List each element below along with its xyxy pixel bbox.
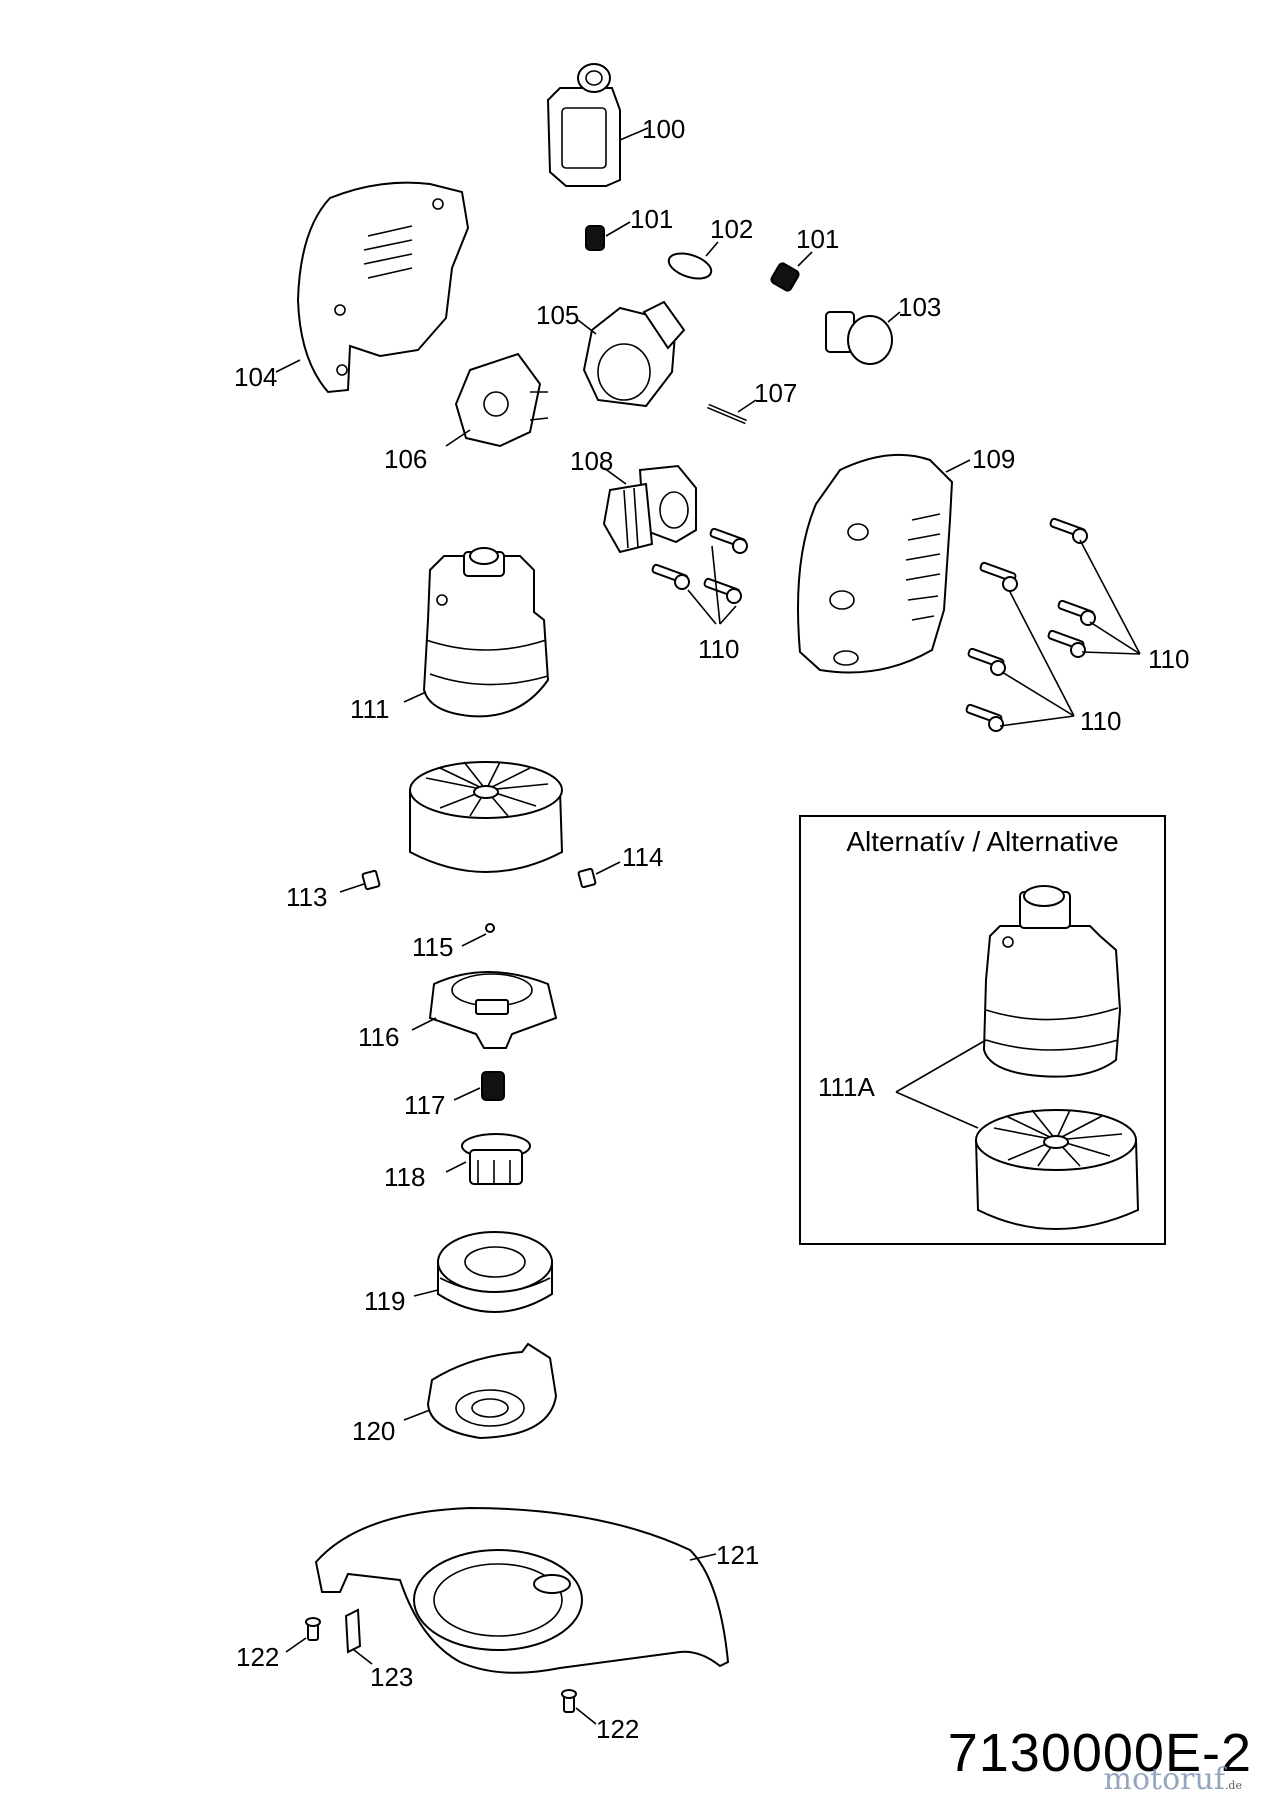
part-117-spring: [481, 1071, 505, 1101]
part-108-head-coupling: [602, 464, 697, 554]
part-120-spool-cover: [426, 1342, 558, 1440]
part-113-clip: [361, 869, 381, 891]
part-115-ball: [485, 923, 495, 933]
part-101-spring-left: [585, 225, 605, 251]
part-105-sleeve: [582, 300, 686, 408]
part-116-carrier: [428, 971, 558, 1049]
label-110-bottom: 110: [1080, 706, 1121, 736]
label-106: 106: [384, 444, 427, 474]
part-123-label: [344, 1608, 362, 1654]
label-101-left: 101: [630, 204, 673, 234]
part-109-motor-cover: [797, 453, 954, 674]
label-110-left: 110: [698, 634, 739, 664]
label-101-right: 101: [796, 224, 839, 254]
part-122-screw-left: [305, 1617, 321, 1641]
part-118-bump-knob: [461, 1133, 531, 1185]
label-104: 104: [234, 362, 277, 392]
part-102-button: [667, 252, 713, 280]
watermark-text: motoruf: [1103, 1762, 1225, 1797]
label-120: 120: [352, 1416, 395, 1446]
alternative-box-title: Alternatív / Alternative: [846, 826, 1119, 857]
part-111A-motor-alt: [982, 885, 1122, 1078]
part-106-bracket: [454, 352, 549, 448]
part-122-screw-bottom: [561, 1689, 577, 1713]
label-102: 102: [710, 214, 753, 244]
label-103: 103: [898, 292, 941, 322]
label-119: 119: [364, 1286, 405, 1316]
label-122-bottom: 122: [596, 1714, 639, 1744]
part-119-spool: [437, 1231, 553, 1313]
part-111A-fan-alt: [974, 1109, 1140, 1230]
label-117: 117: [404, 1090, 445, 1120]
label-122-left: 122: [236, 1642, 279, 1672]
label-100: 100: [642, 114, 685, 144]
part-103-knob: [825, 311, 893, 365]
label-107: 107: [754, 378, 797, 408]
part-107-pin: [707, 403, 747, 425]
label-115: 115: [412, 932, 453, 962]
document-number: 7130000E-2: [947, 1723, 1252, 1783]
label-111A: 111A: [818, 1072, 876, 1102]
part-fan: [409, 761, 564, 873]
label-123: 123: [370, 1662, 413, 1692]
part-101-spring-right: [770, 262, 800, 292]
label-110-right: 110: [1148, 644, 1189, 674]
label-121: 121: [716, 1540, 759, 1570]
watermark-suffix: .de: [1224, 1779, 1242, 1792]
label-109: 109: [972, 444, 1015, 474]
watermark-logo: motoruf.de: [1104, 1762, 1242, 1797]
part-111-motor: [422, 547, 550, 718]
part-100-switch-frame: [546, 63, 621, 187]
label-114: 114: [622, 842, 663, 872]
part-110-screws: [651, 517, 1096, 732]
label-116: 116: [358, 1022, 399, 1052]
part-114-clip: [577, 867, 597, 889]
alternative-box: [799, 815, 1166, 1245]
part-104-housing-half: [296, 181, 470, 394]
label-108: 108: [570, 446, 613, 476]
label-118: 118: [384, 1162, 425, 1192]
label-113: 113: [286, 882, 327, 912]
label-111: 111: [350, 694, 390, 724]
label-105: 105: [536, 300, 579, 330]
part-121-guard: [314, 1506, 730, 1674]
